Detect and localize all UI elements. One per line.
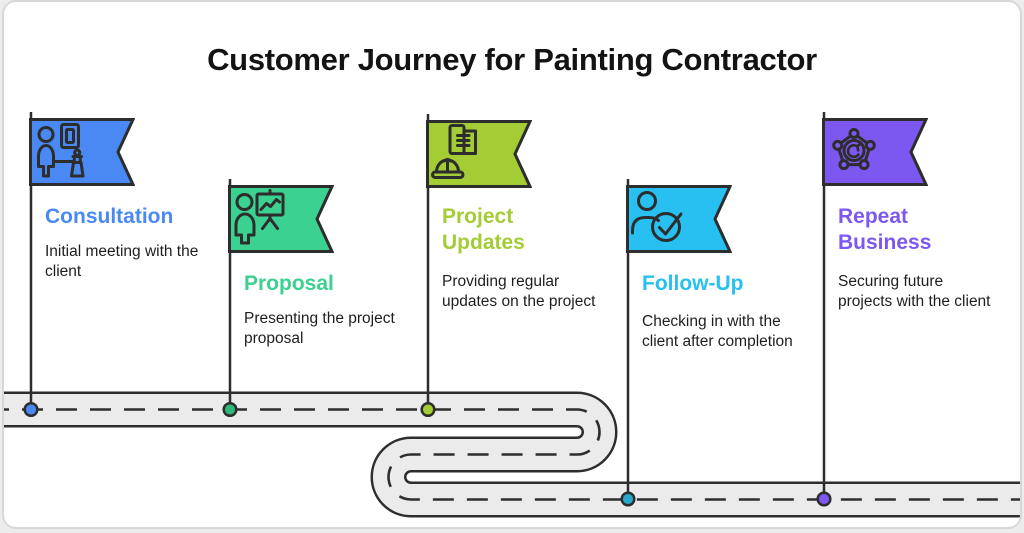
milestone-dot-consultation (23, 401, 39, 418)
milestone-dot-follow-up (620, 491, 636, 507)
person-check-icon (631, 191, 683, 242)
repeat-business-flag (822, 118, 928, 186)
page-title: Customer Journey for Painting Contractor (207, 42, 817, 77)
milestone-title: Project Updates (442, 205, 525, 254)
proposal-flag (228, 185, 334, 253)
milestone-title: Proposal (244, 272, 334, 295)
presentation-icon (234, 189, 285, 245)
milestone-title: Follow-Up (642, 272, 744, 295)
milestone-description: Presenting the project proposal (244, 310, 395, 347)
consultation-icon (37, 123, 85, 178)
follow-up-flag (626, 185, 732, 253)
milestone-dot-repeat-business (816, 491, 832, 507)
milestone-title: Consultation (45, 205, 174, 228)
milestone-description: Initial meeting with the client (45, 243, 199, 280)
repeat-network-icon (832, 128, 876, 171)
milestone-description: Providing regular updates on the project (442, 273, 596, 310)
road-surface (4, 394, 1020, 515)
milestone-description: Securing future projects with the client (838, 273, 991, 310)
construction-icon (431, 124, 477, 179)
milestone-dot-project-updates (420, 401, 436, 418)
milestone-description: Checking in with the client after comple… (642, 313, 793, 350)
milestone-dot-proposal (222, 401, 238, 418)
project-updates-flag (426, 120, 532, 188)
milestone-title: Repeat Business (838, 205, 932, 254)
consultation-flag (29, 118, 135, 186)
